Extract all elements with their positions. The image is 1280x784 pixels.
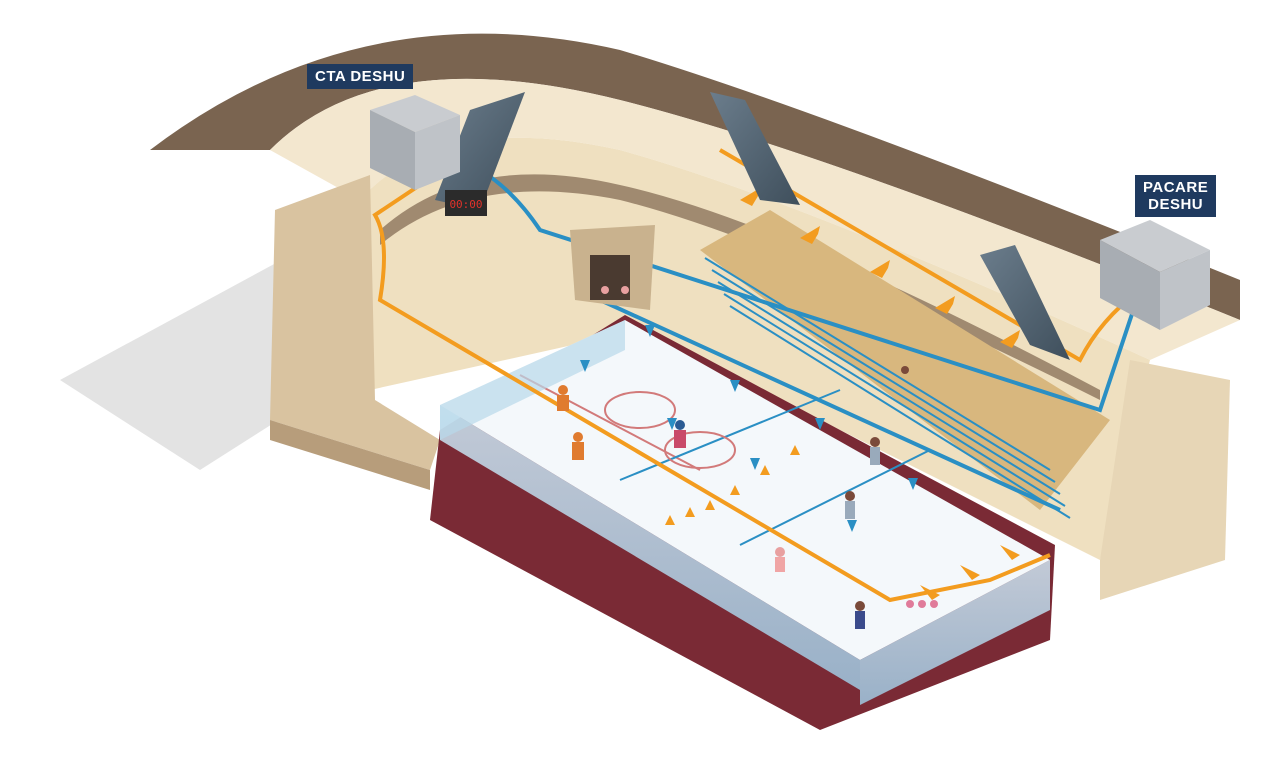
left-side-wall [270, 175, 440, 470]
scoreboard-icon [445, 190, 487, 216]
radiant-panel-2 [710, 92, 800, 205]
cone-icon [665, 445, 800, 525]
scoreboard: 00:00 [445, 190, 487, 216]
heat-pump-icon [1100, 220, 1210, 330]
extract-arrows [580, 325, 918, 532]
cta-unit-label: CTA DESHU [307, 64, 414, 89]
heat-pump-label: PACARE DESHU [1135, 175, 1217, 217]
right-side-wall [1100, 360, 1230, 600]
hockey-player-icon [557, 385, 686, 460]
ice-surface [440, 320, 1050, 660]
supply-arrows [740, 188, 1020, 600]
skater-icon [601, 286, 938, 629]
boards-right [860, 560, 1050, 705]
extract-air-duct-lower [599, 298, 1061, 512]
heat-pump-label-line1: PACARE [1143, 179, 1209, 196]
boards-back [440, 320, 625, 440]
left-side-wall-front [270, 420, 430, 490]
radiant-panel-1 [435, 92, 525, 210]
scoreboard-display: 00:00 [449, 198, 482, 211]
supply-air-duct [372, 173, 1051, 603]
back-wall [360, 137, 1150, 560]
roof-inner [270, 78, 1240, 361]
cta-label-text: CTA DESHU [315, 68, 406, 85]
air-handling-unit-icon [370, 95, 460, 190]
roof-shell [150, 33, 1240, 321]
boards-front [440, 405, 860, 690]
heat-pump-label-line2: DESHU [1148, 196, 1204, 213]
stands [700, 210, 1110, 510]
radiant-panel-3 [980, 245, 1070, 360]
